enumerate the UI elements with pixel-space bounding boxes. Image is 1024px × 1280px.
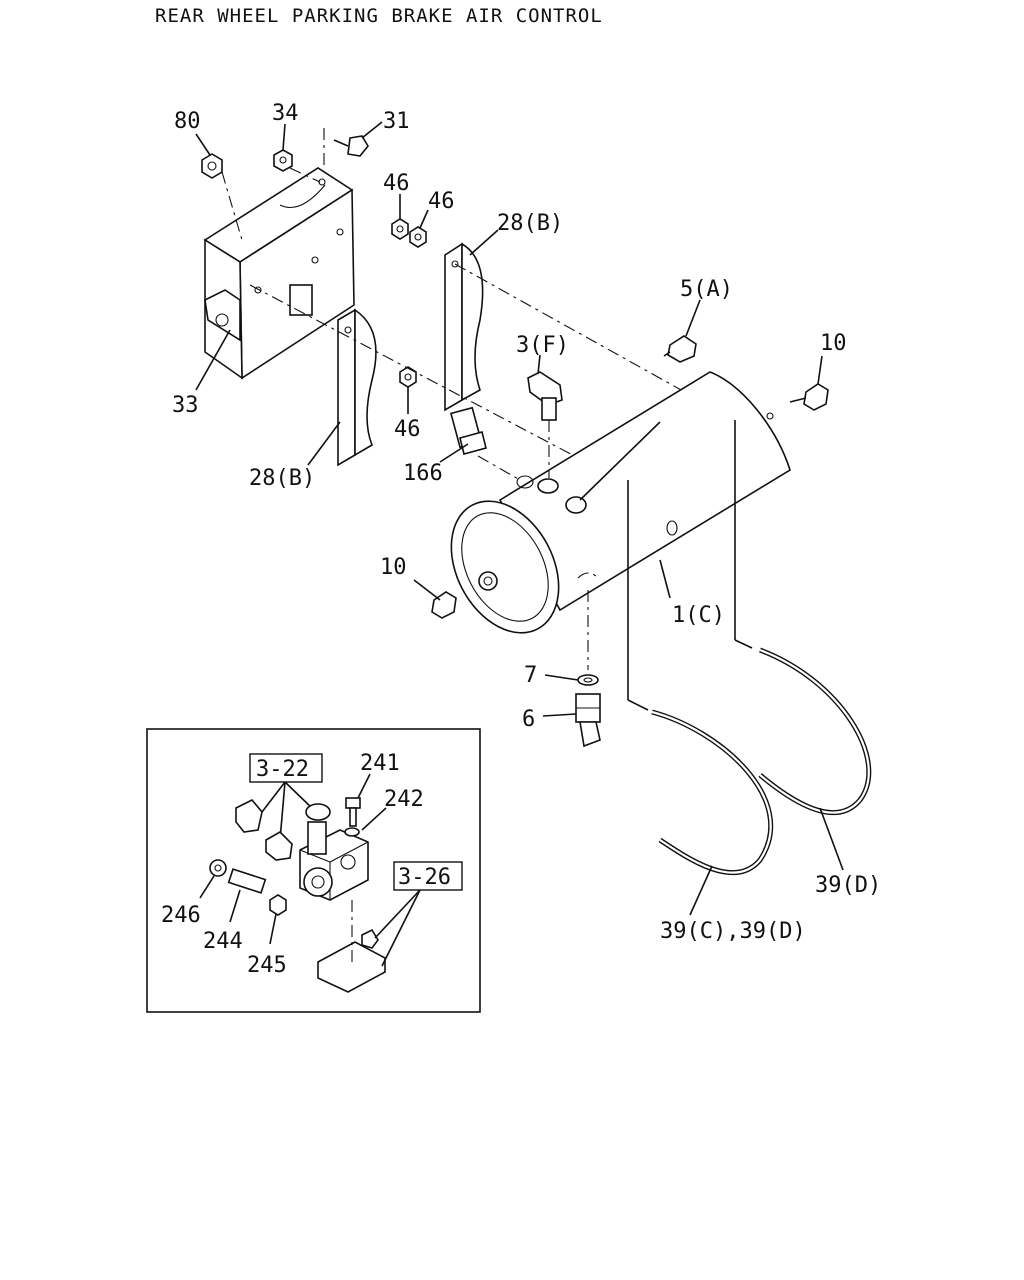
mounting-bracket xyxy=(203,167,355,380)
label-166: 166 xyxy=(403,461,443,486)
label-46-c: 46 xyxy=(394,417,421,442)
drain-valve-6 xyxy=(575,693,601,748)
inset-label-245: 245 xyxy=(247,953,287,978)
label-46-a: 46 xyxy=(383,171,410,196)
label-6: 6 xyxy=(522,707,535,732)
label-39d: 39(D) xyxy=(815,873,881,898)
label-33: 33 xyxy=(172,393,199,418)
strap-28b-top xyxy=(444,242,484,412)
leader-lines xyxy=(195,121,844,916)
elbow-fitting-3f xyxy=(527,371,563,478)
label-10-left: 10 xyxy=(380,555,407,580)
label-31: 31 xyxy=(383,109,410,134)
inset-label-242: 242 xyxy=(384,787,424,812)
inset-ref-3-22: 3-22 xyxy=(256,757,309,782)
washer-7 xyxy=(577,674,599,686)
nut-46-b xyxy=(409,226,427,248)
label-39c-39d: 39(C),39(D) xyxy=(660,919,806,944)
nut-80 xyxy=(201,153,243,241)
label-80: 80 xyxy=(174,109,201,134)
label-28b-top: 28(B) xyxy=(497,211,563,236)
nut-46-a xyxy=(391,218,409,240)
nut-46-c xyxy=(399,366,417,388)
nut-34 xyxy=(273,149,321,183)
fitting-5a xyxy=(579,335,697,501)
label-7: 7 xyxy=(524,663,537,688)
label-34: 34 xyxy=(272,101,299,126)
diagram-title: REAR WHEEL PARKING BRAKE AIR CONTROL xyxy=(155,5,603,27)
inset-detail: 3-22 3-26 xyxy=(146,728,481,1013)
label-3f: 3(F) xyxy=(516,333,569,358)
inset-label-241: 241 xyxy=(360,751,400,776)
inset-label-244: 244 xyxy=(203,929,243,954)
plug-10-right xyxy=(789,383,829,411)
hose-39c-39d xyxy=(627,480,774,876)
hose-39d xyxy=(734,420,872,815)
sensor-166 xyxy=(449,406,521,481)
label-1c: 1(C) xyxy=(672,603,725,628)
label-28b-bottom: 28(B) xyxy=(249,466,315,491)
bolt-31 xyxy=(323,128,369,168)
label-5a: 5(A) xyxy=(680,277,733,302)
label-46-b: 46 xyxy=(428,189,455,214)
inset-ref-3-26: 3-26 xyxy=(398,865,451,890)
ref-box-3-26 xyxy=(393,861,463,891)
inset-label-246: 246 xyxy=(161,903,201,928)
strap-28b-bottom xyxy=(337,308,377,467)
air-tank xyxy=(450,371,791,634)
label-10-right: 10 xyxy=(820,331,847,356)
